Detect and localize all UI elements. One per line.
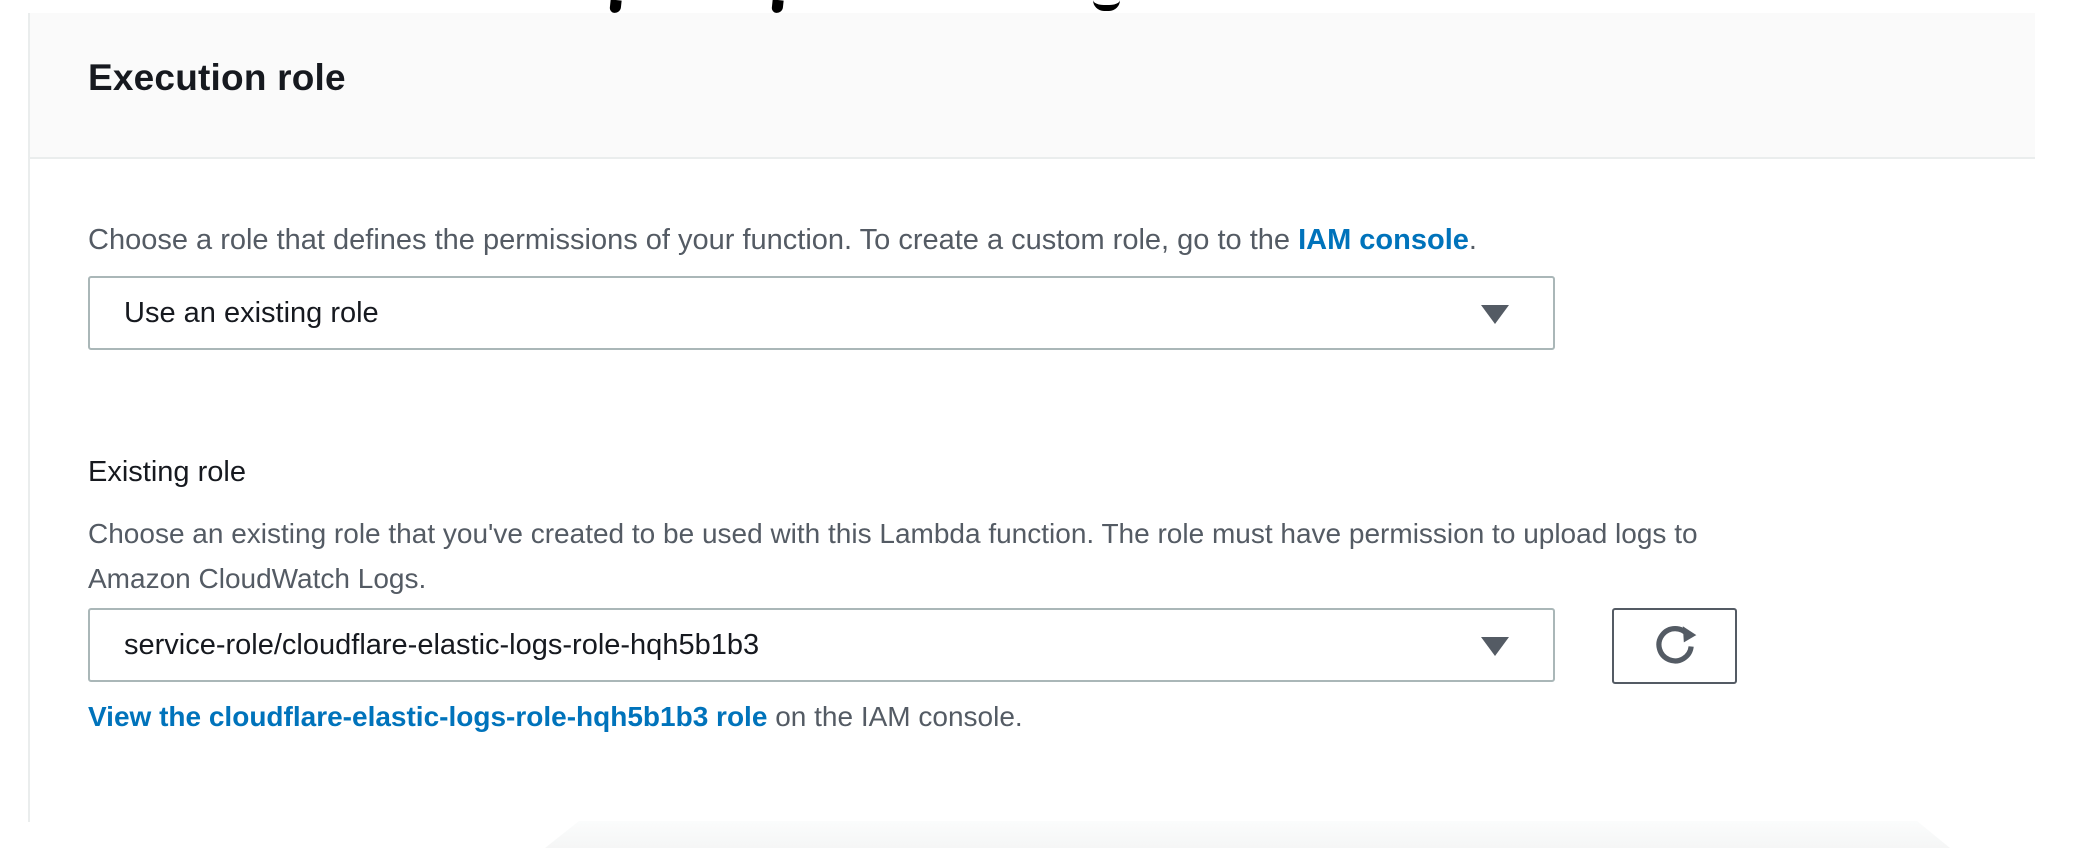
caret-down-icon bbox=[1481, 637, 1509, 656]
caret-down-icon bbox=[1481, 305, 1509, 324]
clipped-text-fragment bbox=[771, 0, 784, 14]
existing-role-select[interactable]: service-role/cloudflare-elastic-logs-rol… bbox=[88, 608, 1555, 682]
panel-body: Choose a role that defines the permissio… bbox=[30, 159, 2035, 820]
existing-role-description: Choose an existing role that you've crea… bbox=[88, 511, 2033, 601]
description-line: Choose an existing role that you've crea… bbox=[88, 518, 1698, 549]
instruction-suffix: . bbox=[1468, 224, 1477, 256]
instruction-prefix: Choose a role that defines the permissio… bbox=[88, 224, 1299, 256]
existing-role-label: Existing role bbox=[88, 456, 246, 488]
refresh-roles-button[interactable] bbox=[1612, 608, 1737, 684]
role-type-select-value: Use an existing role bbox=[124, 296, 379, 329]
clipped-text-fragment bbox=[1093, 0, 1120, 11]
role-instruction-text: Choose a role that defines the permissio… bbox=[88, 221, 1477, 259]
clipped-text-fragment bbox=[609, 0, 622, 14]
panel-header: Execution role bbox=[30, 13, 2035, 159]
refresh-icon bbox=[1655, 626, 1696, 664]
existing-role-select-value: service-role/cloudflare-elastic-logs-rol… bbox=[124, 628, 760, 661]
panel-title: Execution role bbox=[88, 57, 346, 98]
view-role-suffix: on the IAM console. bbox=[767, 701, 1023, 732]
view-role-line: View the cloudflare-elastic-logs-role-hq… bbox=[88, 699, 1023, 735]
description-line: Amazon CloudWatch Logs. bbox=[88, 563, 427, 594]
next-section-edge bbox=[545, 821, 1950, 848]
execution-role-panel: Execution role Choose a role that define… bbox=[28, 13, 2035, 822]
iam-console-link[interactable]: IAM console bbox=[1298, 224, 1469, 256]
view-role-link[interactable]: View the cloudflare-elastic-logs-role-hq… bbox=[88, 701, 768, 732]
role-type-select[interactable]: Use an existing role bbox=[88, 276, 1555, 350]
